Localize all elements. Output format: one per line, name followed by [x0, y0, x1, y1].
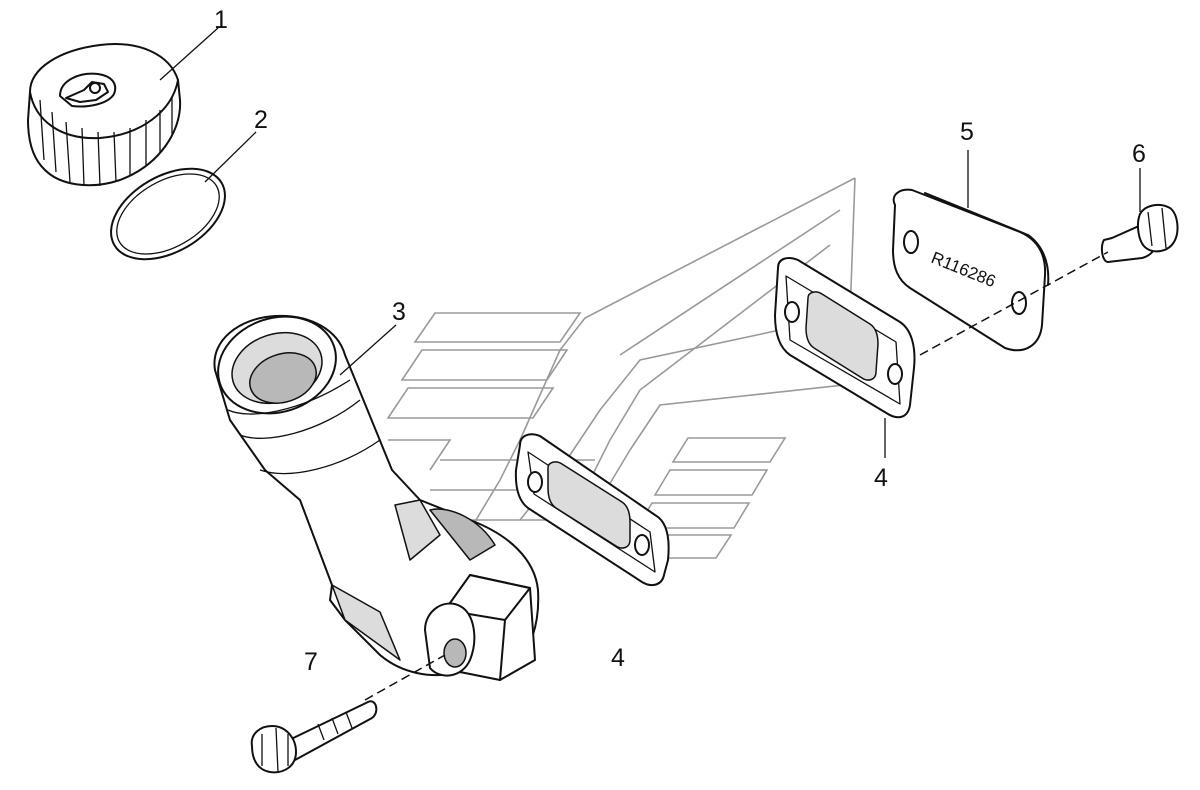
- callout-1: 1: [214, 6, 228, 34]
- callout-4-lower: 4: [611, 644, 625, 672]
- callout-3: 3: [392, 298, 406, 326]
- cover-plate: R116286: [892, 188, 1050, 352]
- filler-cap: [27, 43, 182, 187]
- leader-lines: [159, 27, 1141, 458]
- callout-labels: 1 2 3 4 4 5 6 7: [214, 6, 1146, 676]
- callout-4-upper: 4: [874, 464, 888, 492]
- seal-disc: [110, 167, 226, 261]
- callout-5: 5: [960, 118, 974, 146]
- gasket-upper: [774, 257, 916, 419]
- gasket-lower: [514, 433, 670, 587]
- alignment-lines: [364, 251, 1109, 701]
- long-bolt: [250, 700, 378, 774]
- elbow-outlet: [213, 314, 540, 681]
- callout-2: 2: [254, 106, 268, 134]
- short-bolt: [1100, 203, 1179, 263]
- callout-6: 6: [1132, 140, 1146, 168]
- callout-7: 7: [304, 648, 318, 676]
